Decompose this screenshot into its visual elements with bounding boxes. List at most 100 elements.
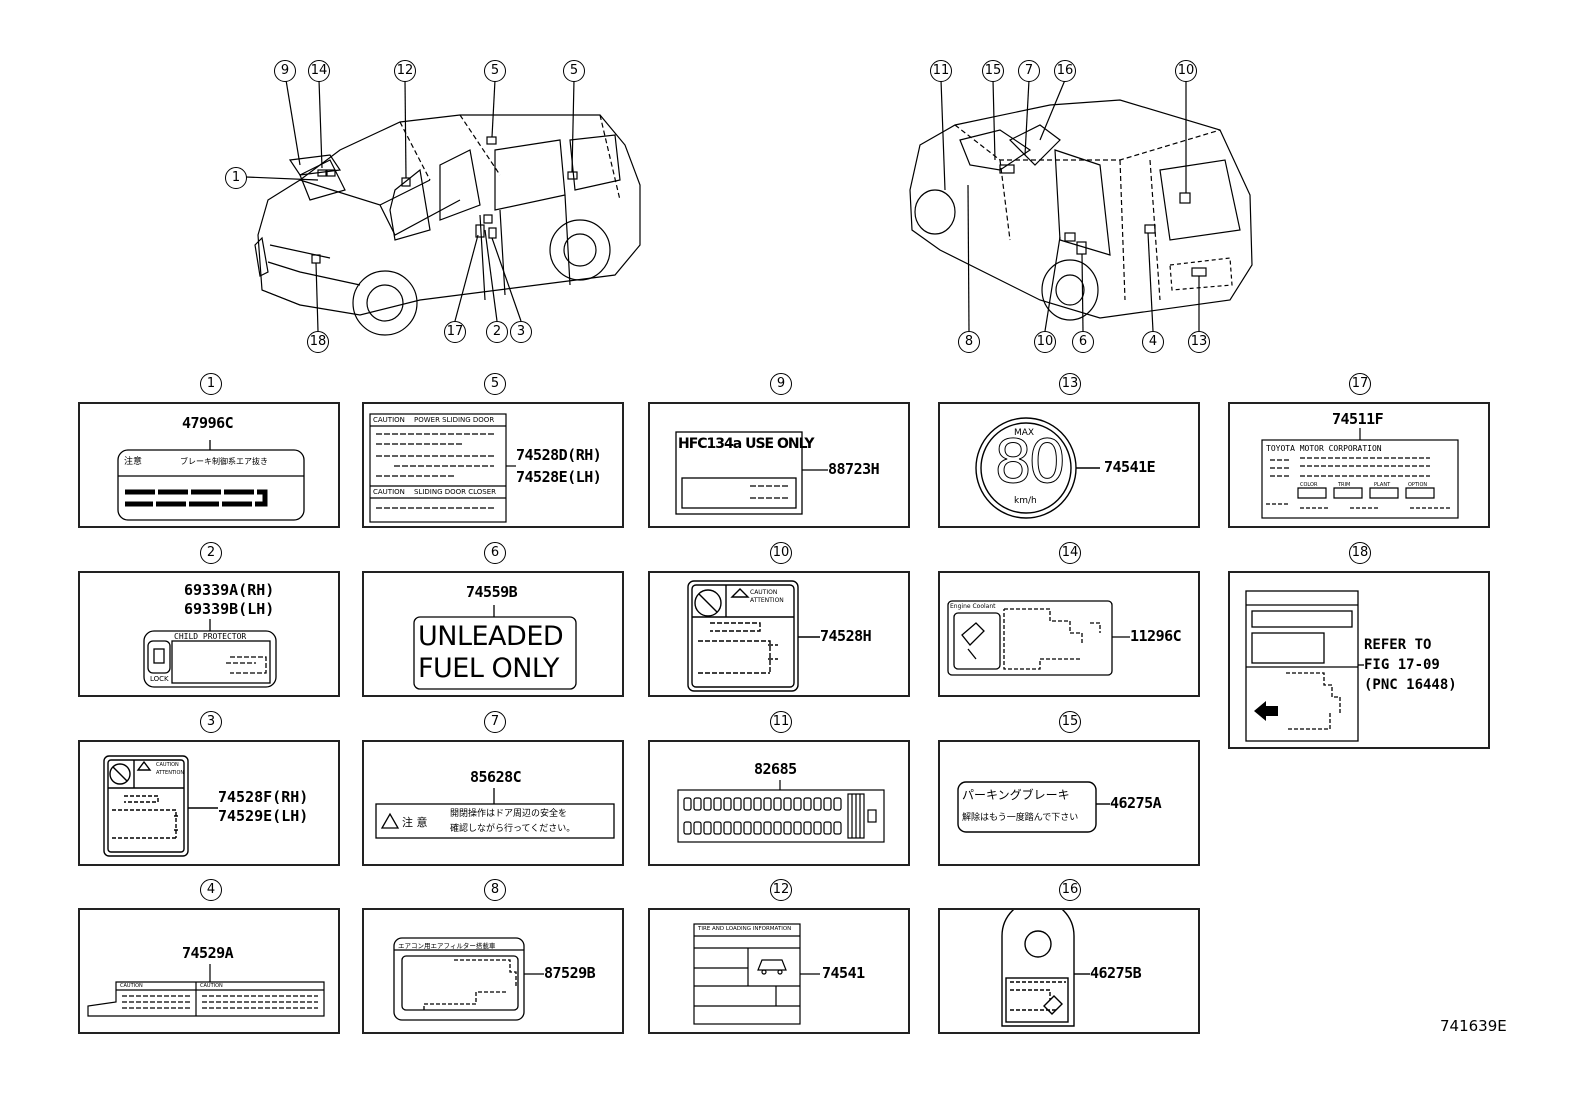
label-10-drawing: [687, 580, 820, 692]
panel-15-number: 15: [1059, 711, 1081, 733]
label-8-text: エアコン用エアフィルター搭載車: [398, 942, 496, 950]
label-17-drawing: [1261, 428, 1459, 519]
part-number-82685: 82685: [754, 760, 797, 778]
panel-1: 47996C 注意 ブレーキ制御系エア抜き: [78, 402, 340, 528]
label-12-drawing: [693, 923, 820, 1025]
part-number-46275A: 46275A: [1110, 794, 1162, 812]
label-2-child-protector: CHILD PROTECTOR: [174, 632, 247, 641]
label-7-line2: 確認しながら行ってください。: [450, 824, 576, 834]
label-7-line1: 開閉操作はドア周辺の安全を: [450, 809, 568, 819]
label-17-color: COLOR: [1300, 482, 1318, 488]
part-number-74528F: 74528F(RH): [218, 788, 309, 806]
vehicle-location-diagrams: 9 14 12 5 5 1 18 17 2 3 11 15 7 16 10 8 …: [0, 0, 1592, 380]
label-18-drawing: [1245, 590, 1364, 742]
callout-5a: 5: [484, 60, 506, 82]
label-13-max: MAX: [1014, 428, 1035, 438]
part-number-46275B: 46275B: [1090, 964, 1142, 982]
panel-13-number: 13: [1059, 373, 1081, 395]
callout-12: 12: [394, 60, 416, 82]
label-5-caution-bottom: CAUTION: [373, 488, 405, 496]
callout-2: 2: [486, 321, 508, 343]
right-leader-lines: [940, 79, 1200, 332]
label-6-unleaded: UNLEADED: [418, 621, 564, 652]
label-5-drawing: [369, 413, 516, 523]
label-14-engine-coolant: Engine Coolant: [950, 603, 996, 610]
label-15-drawing: [957, 781, 1110, 833]
refer-pnc: (PNC 16448): [1364, 677, 1457, 693]
part-number-74541: 74541: [822, 964, 865, 982]
panel-16: 46275B: [938, 908, 1200, 1034]
panel-12-number: 12: [770, 879, 792, 901]
label-3-attention: ATTENTION: [156, 770, 185, 776]
label-2-lock: LOCK: [150, 675, 169, 683]
callout-6: 6: [1072, 331, 1094, 353]
panel-4: 74529A CAUTION CAUTION: [78, 908, 340, 1034]
label-13-drawing: [975, 417, 1100, 519]
label-1-caution: 注意: [124, 457, 143, 467]
panel-6: 74559B UNLEADED FUEL ONLY: [362, 571, 624, 697]
part-numbers-74528F: 74528F(RH) 74529E(LH): [218, 788, 308, 826]
part-number-74528D: 74528D(RH): [516, 446, 602, 464]
label-15-release: 解除はもう一度踏んで下さい: [962, 813, 1079, 823]
figure-number: 741639E: [1440, 1017, 1507, 1035]
panel-15: パーキングブレーキ 解除はもう一度踏んで下さい 46275A: [938, 740, 1200, 866]
callout-11: 11: [930, 60, 952, 82]
panel-14: Engine Coolant 11296C: [938, 571, 1200, 697]
label-1-text: ブレーキ制御系エア抜き: [180, 457, 268, 466]
label-5-power-sliding-door: POWER SLIDING DOOR: [414, 416, 495, 424]
label-14-drawing: [947, 600, 1130, 676]
panel-10-number: 10: [770, 542, 792, 564]
label-15-parking-brake: パーキングブレーキ: [962, 788, 1070, 802]
label-3-drawing: [103, 755, 218, 857]
part-number-74541E: 74541E: [1104, 458, 1156, 476]
label-17-corporation: TOYOTA MOTOR CORPORATION: [1266, 444, 1382, 453]
callout-5b: 5: [563, 60, 585, 82]
panel-2: 69339A(RH) 69339B(LH) CHILD PROTECTOR LO…: [78, 571, 340, 697]
part-number-74529A: 74529A: [182, 944, 234, 962]
label-6-drawing: [413, 605, 577, 690]
part-number-74511F: 74511F: [1332, 410, 1384, 428]
label-2-drawing: [143, 619, 277, 688]
label-17-plant: PLANT: [1374, 482, 1391, 488]
panel-17-number: 17: [1349, 373, 1371, 395]
label-11-drawing: [677, 780, 885, 843]
label-7-drawing: [375, 788, 615, 839]
callout-14: 14: [308, 60, 330, 82]
part-number-74528E: 74528E(LH): [516, 468, 602, 486]
callout-17: 17: [444, 321, 466, 343]
panel-18-reference: REFER TO FIG 17-09 (PNC 16448): [1364, 635, 1457, 695]
label-9-hfc134a: HFC134a USE ONLY: [678, 436, 814, 452]
label-10-attention: ATTENTION: [750, 597, 784, 604]
callout-9: 9: [274, 60, 296, 82]
label-17-trim: TRIM: [1338, 482, 1351, 488]
label-6-fuel-only: FUEL ONLY: [418, 653, 559, 684]
label-1-drawing: [117, 440, 305, 521]
panel-9-number: 9: [770, 373, 792, 395]
panel-16-number: 16: [1059, 879, 1081, 901]
panel-3-number: 3: [200, 711, 222, 733]
part-number-11296C: 11296C: [1130, 627, 1182, 645]
panel-10: CAUTION ATTENTION 74528H: [648, 571, 910, 697]
label-5-sliding-door-closer: SLIDING DOOR CLOSER: [414, 488, 497, 496]
label-10-caution: CAUTION: [750, 589, 778, 596]
panel-5-number: 5: [484, 373, 506, 395]
label-13-speed: 80: [993, 427, 1066, 497]
panel-17: 74511F TOYOTA MOTOR CORPORATION COLOR TR…: [1228, 402, 1490, 528]
panel-2-number: 2: [200, 542, 222, 564]
panel-5: CAUTION POWER SLIDING DOOR CAUTION SLIDI…: [362, 402, 624, 528]
callout-3: 3: [510, 321, 532, 343]
van-illustrations: [245, 79, 1253, 336]
callout-7: 7: [1018, 60, 1040, 82]
label-16-drawing: [1001, 910, 1090, 1027]
label-8-drawing: [393, 937, 544, 1021]
front-view-van: [254, 114, 641, 336]
label-5-caution-top: CAUTION: [373, 416, 405, 424]
panel-4-number: 4: [200, 879, 222, 901]
part-number-74559B: 74559B: [466, 583, 518, 601]
refer-fig: FIG 17-09: [1364, 657, 1440, 673]
callout-13: 13: [1188, 331, 1210, 353]
panel-13: MAX 80 km/h 74541E: [938, 402, 1200, 528]
panel-12: TIRE AND LOADING INFORMATION 74541: [648, 908, 910, 1034]
part-numbers-69339: 69339A(RH) 69339B(LH): [184, 581, 274, 619]
label-12-tire-loading: TIRE AND LOADING INFORMATION: [698, 926, 792, 932]
